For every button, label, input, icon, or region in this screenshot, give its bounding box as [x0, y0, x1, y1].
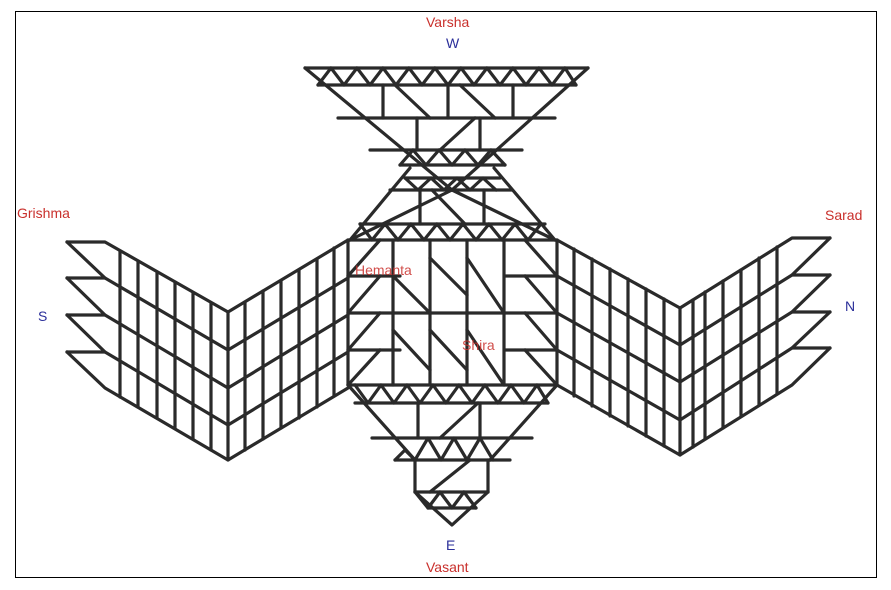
bottom-trapezoid — [346, 383, 559, 527]
label-hemanta: Hemanta — [355, 262, 412, 278]
label-vasant: Vasant — [426, 559, 469, 575]
diagram-frame — [15, 11, 877, 578]
top-trapezoid — [303, 66, 590, 192]
label-north: N — [845, 298, 856, 314]
center-block — [346, 238, 559, 387]
label-sarad: Sarad — [825, 207, 863, 223]
label-south: S — [38, 308, 48, 324]
label-grishma: Grishma — [17, 205, 70, 221]
label-east: E — [446, 537, 456, 553]
label-varsha: Varsha — [426, 14, 470, 30]
right-wing — [555, 236, 832, 457]
label-shira: Shira — [462, 337, 495, 353]
left-wing — [65, 238, 350, 462]
middle-upper-trapezoid — [346, 166, 559, 242]
label-west: W — [446, 35, 460, 51]
